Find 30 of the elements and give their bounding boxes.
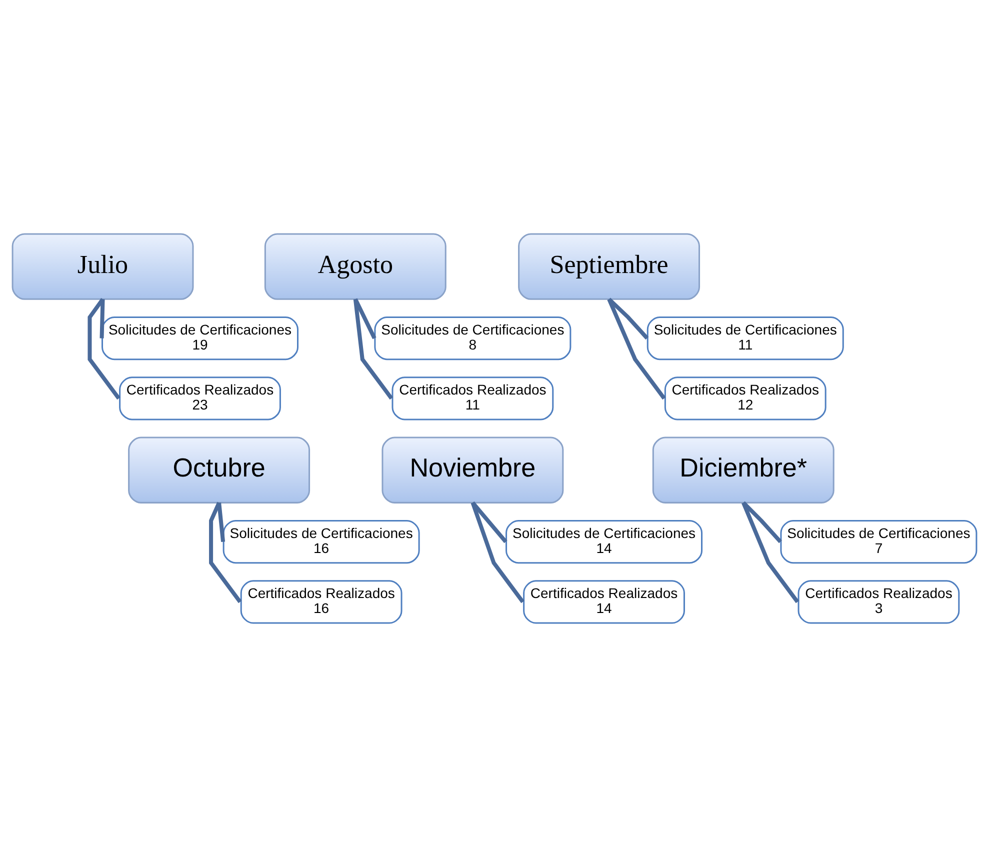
node-box: Agosto [264, 233, 446, 300]
node-box: Octubre [128, 436, 310, 504]
connector [209, 502, 242, 604]
connector [471, 501, 508, 544]
node-box: Solicitudes de Certificaciones 14 [506, 520, 703, 564]
node-box: Certificados Realizados 11 [392, 376, 554, 420]
connector [354, 298, 376, 340]
node-box: Noviembre [382, 436, 564, 504]
node-box: Solicitudes de Certificaciones 19 [102, 316, 298, 360]
connector [742, 502, 800, 604]
node-box: Certificados Realizados 23 [119, 376, 281, 420]
node-box: Certificados Realizados 14 [523, 580, 685, 624]
connector [353, 298, 394, 400]
node-box: Certificados Realizados 12 [664, 376, 826, 420]
node-box: Solicitudes de Certificaciones 8 [374, 316, 572, 360]
node-box: Julio [12, 233, 194, 300]
node-box: Diciembre* [652, 436, 834, 504]
node-box: Certificados Realizados 3 [798, 580, 960, 624]
connector [608, 298, 649, 340]
connector [607, 298, 666, 400]
connector [88, 298, 120, 400]
connector [100, 299, 105, 338]
node-box: Solicitudes de Certificaciones 11 [646, 316, 844, 360]
node-box: Certificados Realizados 16 [240, 580, 402, 624]
node-box: Solicitudes de Certificaciones 7 [780, 520, 978, 564]
node-box: Septiembre [518, 233, 700, 300]
node-box: Solicitudes de Certificaciones 16 [222, 520, 420, 564]
connector [470, 502, 524, 604]
connector [217, 502, 226, 542]
connector [742, 501, 782, 544]
